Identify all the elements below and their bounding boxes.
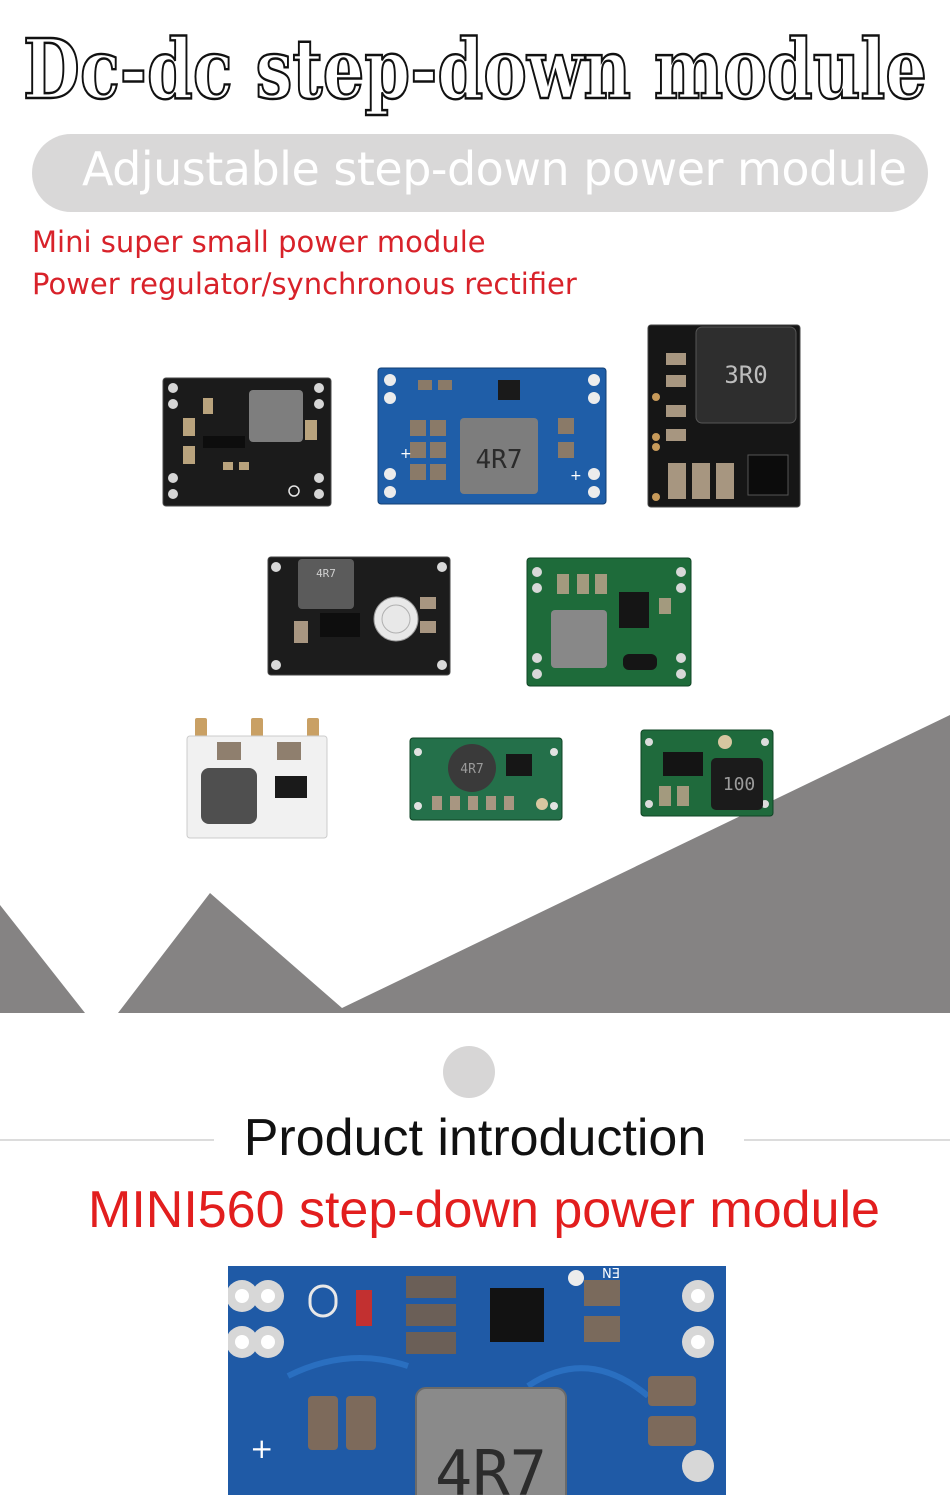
hero-title: Dc-dc step-down module [22, 21, 928, 118]
closeup-pin-label: EN [602, 1266, 620, 1279]
heading-rule-left [0, 1139, 214, 1141]
section-heading: Product introduction [243, 1109, 707, 1167]
module-board-6 [186, 718, 328, 839]
model-title: MINI560 step-down power module [88, 1181, 880, 1239]
module-board-7: 4R7 [409, 737, 563, 821]
svg-text:+: + [400, 446, 412, 462]
subtitle-text: Adjustable step-down power module [82, 142, 907, 196]
module-3-marking: 3R0 [724, 361, 767, 389]
module-board-2: 4R7 + + [377, 367, 607, 505]
module-8-marking: 100 [723, 774, 756, 795]
module-board-4: 4R7 [267, 556, 451, 676]
module-2-marking: 4R7 [476, 445, 523, 475]
feature-line-1: Mini super small power module [32, 225, 486, 259]
heading-rule-right [744, 1139, 950, 1141]
feature-line-2: Power regulator/synchronous rectifier [32, 267, 577, 301]
mountain-background [0, 715, 950, 1013]
subtitle-pill [32, 134, 928, 212]
section-divider-dot [443, 1046, 495, 1098]
module-7-marking: 4R7 [460, 762, 483, 777]
module-4-marking: 4R7 [316, 567, 336, 580]
module-board-1 [162, 377, 332, 507]
svg-text:+: + [250, 1432, 273, 1465]
hero-title-text: Dc-dc step-down module [23, 22, 927, 118]
module-board-8: 100 [640, 729, 774, 817]
module-gallery-scene: 4R7 + + 3R0 4R7 [0, 324, 950, 1013]
module-board-3: 3R0 [647, 324, 801, 508]
module-board-5 [526, 557, 692, 687]
mini560-closeup-board: EN + 4R7 [228, 1266, 726, 1495]
svg-text:+: + [570, 468, 582, 484]
closeup-marking: 4R7 [435, 1437, 547, 1495]
